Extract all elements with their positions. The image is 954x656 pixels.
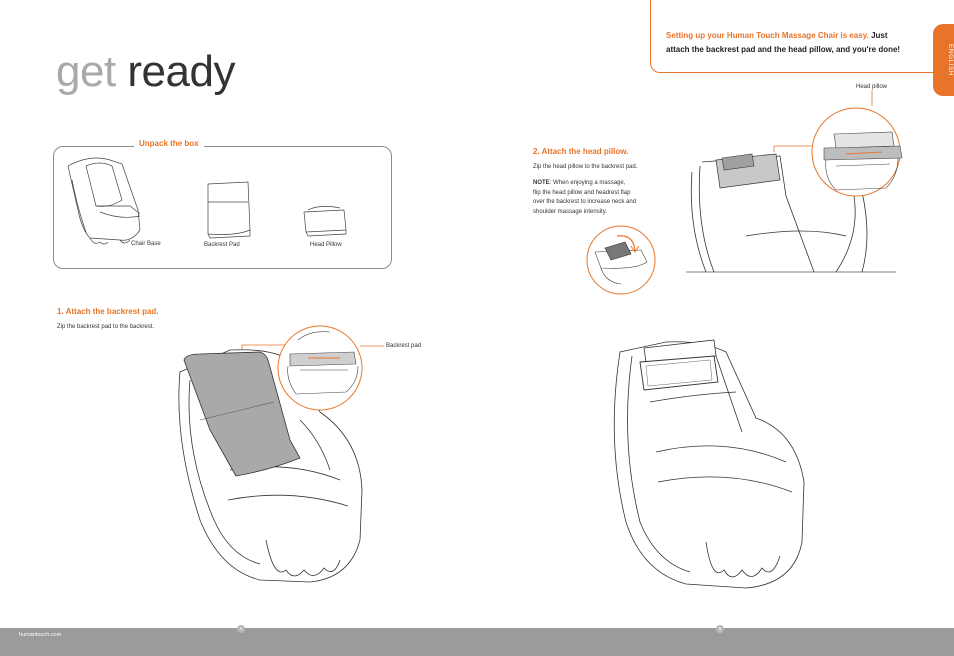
step2-heading: 2. Attach the head pillow.: [533, 147, 629, 156]
intro-line2: attach the backrest pad and the head pil…: [666, 45, 901, 54]
title-word-get: get: [56, 47, 116, 96]
footer-website[interactable]: humantouch.com: [19, 632, 62, 638]
backrest-pad-illustration: [207, 181, 251, 239]
title-word-ready: ready: [127, 47, 235, 96]
intro-line1-rest: Just: [868, 31, 888, 40]
step1-text: Zip the backrest pad to the backrest.: [57, 324, 155, 330]
chair-base-illustration: [67, 157, 141, 245]
intro-highlight: Setting up your Human Touch Massage Chai…: [666, 31, 869, 40]
head-pillow-illustration: [303, 206, 347, 237]
step1-heading: 1. Attach the backrest pad.: [57, 307, 159, 316]
note-line-3: over the backrest to increase neck and: [533, 199, 637, 205]
intro-frame: [650, 0, 941, 73]
unpack-illustrations: [67, 157, 347, 245]
caption-backrest-pad: Backrest Pad: [204, 242, 240, 248]
note-line-1: : When enjoying a massage,: [549, 180, 626, 186]
language-tab[interactable]: [933, 24, 954, 96]
page-number-right: 5: [716, 625, 724, 633]
finished-chair-illustration: [613, 339, 805, 589]
page-title: get ready: [56, 42, 235, 102]
step2-callout-label: Head pillow: [856, 84, 888, 90]
step2-text: Zip the head pillow to the backrest pad.: [533, 164, 638, 170]
caption-head-pillow: Head Pillow: [310, 242, 342, 248]
caption-chair-base: Chair Base: [131, 241, 161, 247]
step1-illustration: [178, 325, 384, 583]
step2-note: NOTE: When enjoying a massage, flip the …: [533, 179, 636, 217]
step1-callout-label: Backrest pad: [386, 343, 422, 349]
footer-bar: [0, 628, 954, 656]
note-line-2: flip the head pillow and headrest flap: [533, 189, 631, 196]
unpack-heading: Unpack the box: [134, 139, 204, 148]
language-tab-label: ENGLISH: [947, 43, 954, 77]
note-label: NOTE: [533, 180, 550, 186]
intro-text: Setting up your Human Touch Massage Chai…: [666, 29, 926, 57]
page-number-left: 4: [237, 625, 245, 633]
note-line-4: shoulder massage intensity.: [533, 208, 607, 215]
flip-detail-illustration: [586, 225, 656, 295]
step2-illustration: [686, 90, 903, 273]
